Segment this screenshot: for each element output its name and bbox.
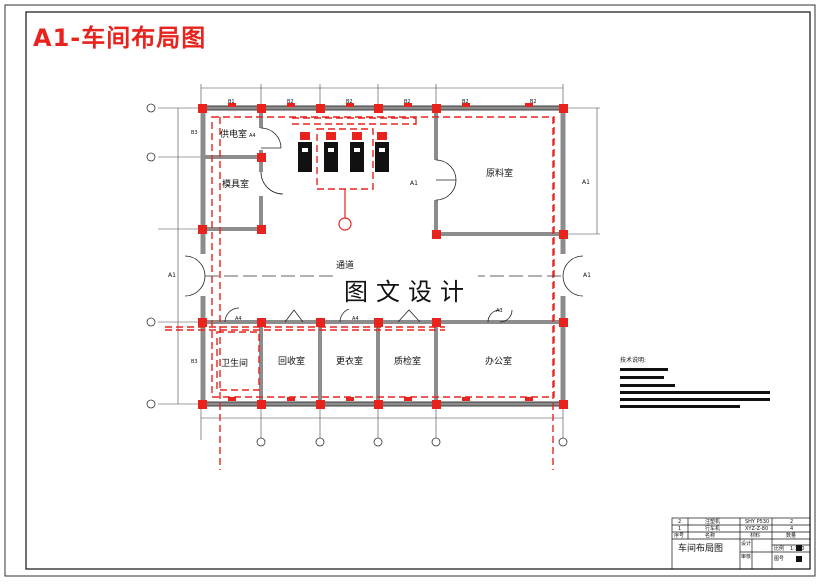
tb-sheet-label: 图号 bbox=[774, 556, 784, 562]
area-label-a1-right: A1 bbox=[582, 179, 590, 186]
tb-r1-c3: SHY P530 bbox=[745, 519, 769, 525]
notes-title: 技术说明: bbox=[620, 356, 646, 364]
room-label-corridor: 通道 bbox=[336, 259, 354, 271]
area-label-a1-east: A1 bbox=[583, 272, 591, 279]
tb-sheet-mark bbox=[796, 556, 802, 562]
area-label-a3: A3 bbox=[496, 308, 503, 314]
tb-r1-c4: 2 bbox=[790, 519, 793, 525]
left-axis-bubbles bbox=[146, 103, 156, 409]
wall-label-b2-5: B2 bbox=[530, 99, 537, 105]
outer-border bbox=[4, 4, 816, 577]
tb-h-c3: 材料 bbox=[750, 532, 760, 539]
room-label-toilet: 卫生间 bbox=[221, 357, 248, 369]
tb-r1-c1: 2 bbox=[678, 519, 681, 525]
room-label-power: 供电室 bbox=[220, 128, 247, 140]
tb-drawing-name: 车间布局图 bbox=[678, 542, 723, 554]
wall-label-b2-3: B2 bbox=[404, 99, 411, 105]
tb-h-c1: 序号 bbox=[674, 532, 684, 539]
room-label-mold: 模具室 bbox=[222, 178, 249, 190]
inner-border bbox=[25, 11, 811, 570]
area-label-a4-left: A4 bbox=[235, 316, 242, 322]
room-label-qc: 质检室 bbox=[394, 355, 421, 367]
watermark-text: 图文设计 bbox=[338, 270, 478, 309]
bottom-axis-bubbles bbox=[256, 437, 568, 447]
wall-label-b3-bottom: B3 bbox=[191, 359, 198, 365]
wall-label-b3-top: B3 bbox=[191, 130, 198, 136]
tb-r2-c4: 4 bbox=[790, 526, 793, 532]
room-label-recycle: 回收室 bbox=[278, 355, 305, 367]
left-dimensions bbox=[158, 107, 201, 405]
title-block-text: 2 注塑机 SHY P530 2 1 行车机 XYZ-Z-80 4 序号 名称 … bbox=[674, 518, 804, 562]
tb-r1-c2: 注塑机 bbox=[705, 518, 720, 525]
tb-scale-label: 比例 bbox=[774, 545, 784, 552]
wall-label-b2-1: B2 bbox=[287, 99, 294, 105]
tb-check: 审核 bbox=[741, 553, 751, 560]
tb-h-c4: 数量 bbox=[786, 532, 796, 539]
area-label-a1-center: A1 bbox=[410, 180, 418, 187]
tb-r2-c2: 行车机 bbox=[705, 525, 720, 532]
room-label-office: 办公室 bbox=[485, 355, 512, 367]
wall-label-b2-2: B2 bbox=[346, 99, 353, 105]
room-label-changing: 更衣室 bbox=[336, 355, 363, 367]
tb-scale-mark bbox=[796, 545, 802, 551]
tb-r2-c3: XYZ-Z-80 bbox=[745, 526, 768, 532]
title-block bbox=[671, 517, 811, 570]
tb-r2-c1: 1 bbox=[678, 526, 681, 532]
sheet-title: A1-车间布局图 bbox=[33, 24, 207, 52]
room-label-raw-material: 原料室 bbox=[486, 167, 513, 179]
layout-dashed-lines bbox=[165, 116, 555, 470]
area-label-a4-top: A4 bbox=[249, 133, 256, 139]
area-label-a4-mid: A4 bbox=[352, 316, 359, 322]
tb-design: 设计 bbox=[741, 540, 751, 547]
structural-columns bbox=[198, 103, 568, 409]
wall-label-b2-4: B2 bbox=[462, 99, 469, 105]
right-dimensions bbox=[567, 107, 600, 235]
area-label-a1-left: A1 bbox=[168, 272, 176, 279]
tb-h-c2: 名称 bbox=[705, 532, 715, 539]
bottom-dimensions bbox=[200, 405, 564, 440]
injection-machines bbox=[298, 132, 389, 172]
technical-notes-lines bbox=[620, 368, 770, 408]
wall-label-b1: B1 bbox=[228, 99, 235, 105]
